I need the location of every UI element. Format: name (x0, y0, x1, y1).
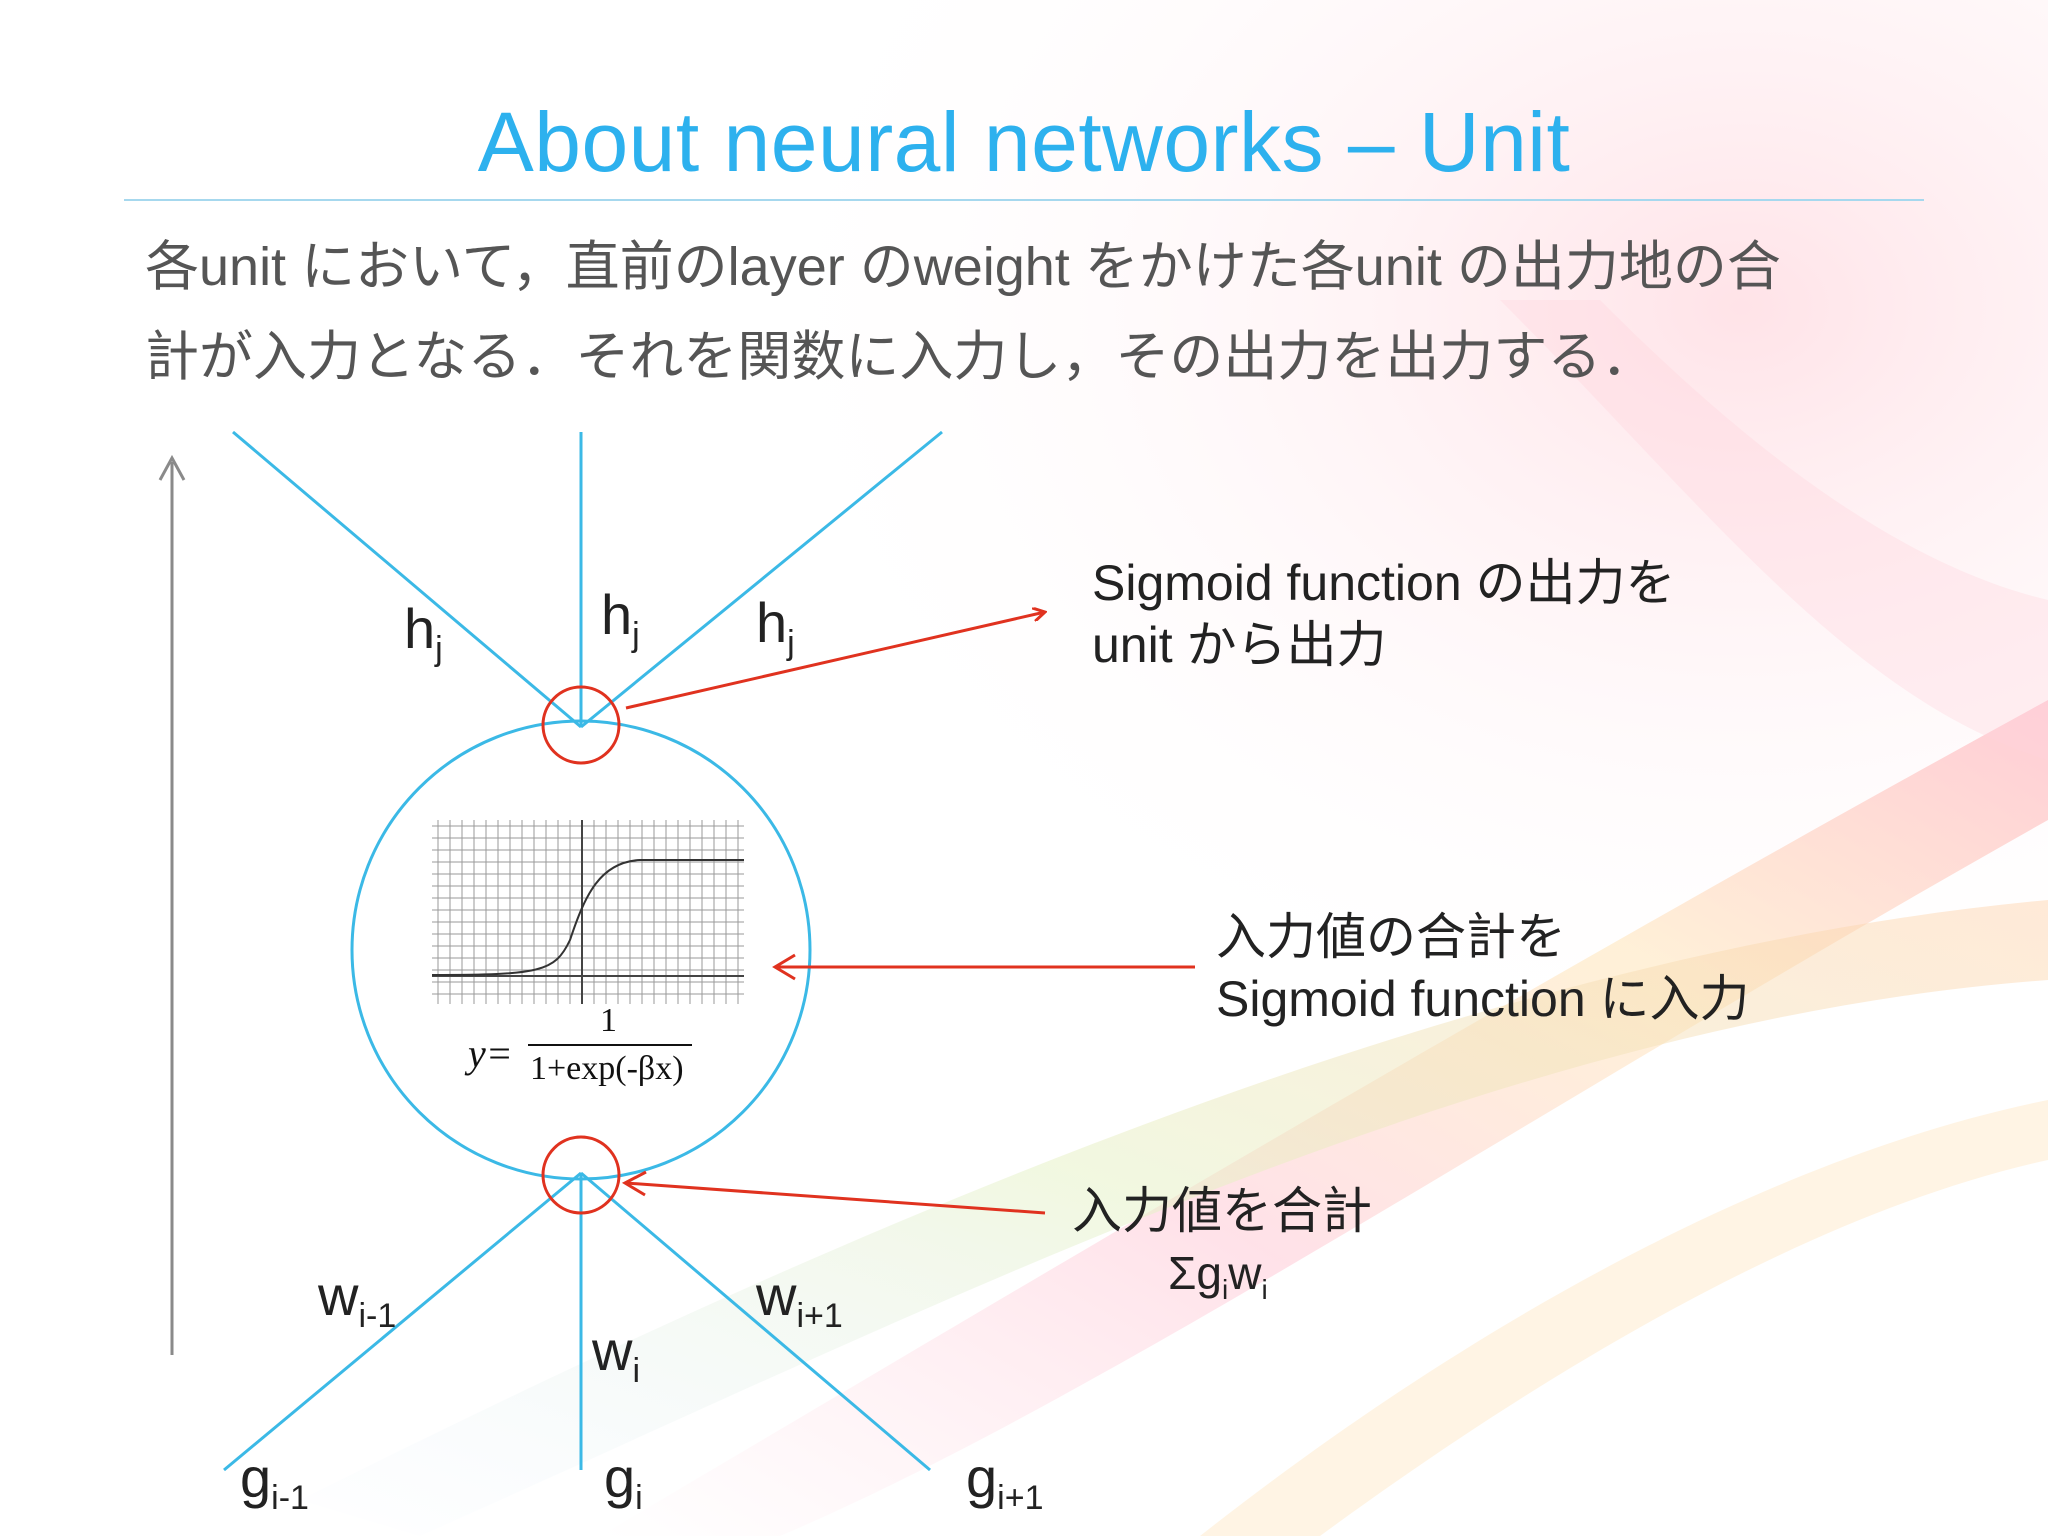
weight-label-left: wi-1 (318, 1264, 397, 1335)
formula-denominator: 1+exp(-βx) (530, 1050, 684, 1087)
sum-formula: Σgiwi (1168, 1247, 1268, 1306)
input-label-right: gi+1 (966, 1446, 1044, 1517)
input-label-middle: gi (604, 1446, 643, 1517)
output-annotation-arrow (625, 612, 1045, 710)
input-label-left: gi-1 (240, 1446, 309, 1517)
output-label-left: hj (404, 597, 443, 668)
page-title: About neural networks – Unit (477, 95, 1571, 189)
sum-annotation-arrow (625, 1181, 1046, 1215)
activation-annotation-line-1: 入力値の合計を (1216, 909, 1566, 965)
formula-numerator: 1 (600, 1002, 617, 1039)
description-text: 各unit において，直前のlayer のweight をかけた各unit の出… (145, 222, 1945, 402)
activation-annotation: 入力値の合計を Sigmoid function に入力 (1216, 906, 1750, 1030)
input-connection-left (223, 1171, 582, 1472)
output-label-right: hj (756, 591, 795, 662)
output-connection-left (232, 430, 582, 729)
input-connection-right (580, 1171, 931, 1472)
activation-annotation-line-2: Sigmoid function に入力 (1216, 971, 1750, 1027)
activation-arrowhead (772, 953, 796, 981)
propagation-arrow (158, 454, 186, 1355)
output-label-middle: hj (601, 583, 640, 654)
input-sum-marker (541, 1135, 621, 1215)
sum-annotation: 入力値を合計 Σgiwi (1072, 1180, 1372, 1321)
description-line-2: 計が入力となる．それを関数に入力し，その出力を出力する． (145, 327, 1656, 387)
output-connection-right (580, 430, 943, 729)
output-annotation: Sigmoid function の出力を unit から出力 (1092, 552, 1676, 676)
output-annotation-line-1: Sigmoid function の出力を (1092, 555, 1676, 611)
title-divider (124, 199, 1924, 201)
output-point-marker (541, 685, 621, 765)
description-line-1: 各unit において，直前のlayer のweight をかけた各unit の出… (145, 237, 1781, 297)
sum-annotation-line-1: 入力値を合計 (1072, 1183, 1372, 1239)
formula-lhs: y= (468, 1031, 513, 1076)
neuron-unit-circle (350, 719, 812, 1181)
weight-label-middle: wi (592, 1319, 641, 1390)
sum-arrowhead (621, 1170, 647, 1197)
weight-label-right: wi+1 (756, 1264, 843, 1335)
output-annotation-line-2: unit から出力 (1092, 617, 1387, 673)
sigmoid-graph (431, 820, 744, 1004)
